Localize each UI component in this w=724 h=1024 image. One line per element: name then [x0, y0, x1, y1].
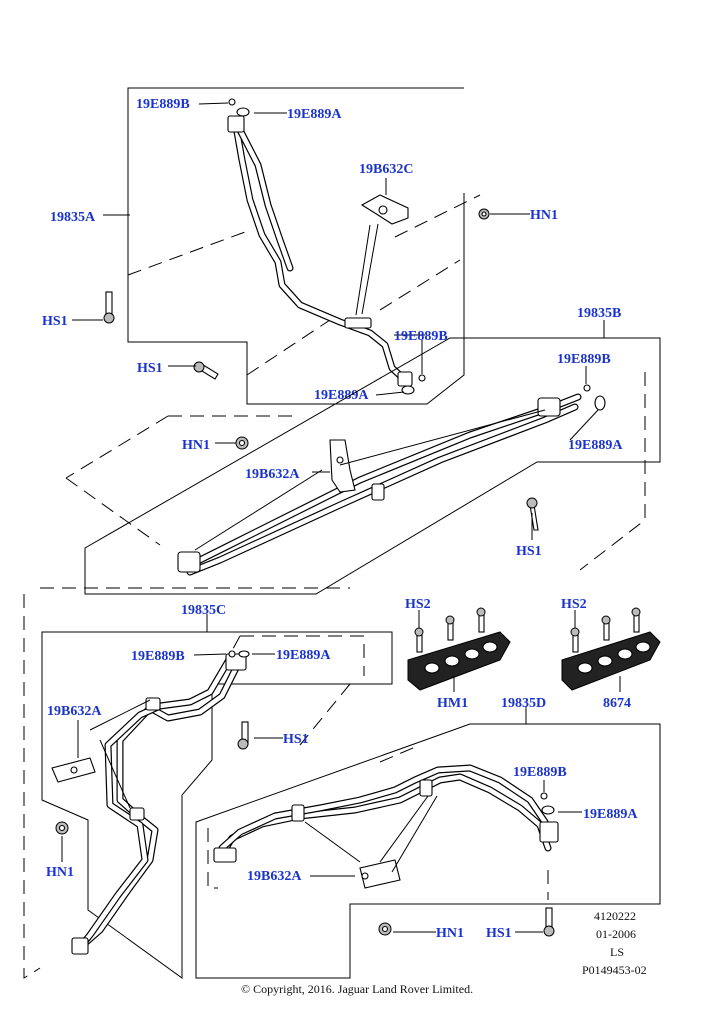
frame-19835D: [195, 723, 661, 979]
label-HS1-a1[interactable]: HS1: [42, 314, 68, 329]
label-HM1[interactable]: HM1: [437, 696, 468, 711]
clip-19B632C: [360, 194, 409, 225]
meta-date: 01-2006: [596, 927, 636, 941]
label-HS1-a2[interactable]: HS1: [137, 361, 163, 376]
section-19835C: 19835C 19E889B 19E889A 19B632A HS1 HN1: [23, 594, 393, 979]
label-HN1-a[interactable]: HN1: [530, 208, 558, 223]
bracket-HM1: [407, 631, 511, 691]
label-HS1-b[interactable]: HS1: [516, 544, 542, 559]
meta-block: 4120222 01-2006 LS P0149453-02: [582, 909, 647, 977]
label-HS2-1[interactable]: HS2: [405, 597, 431, 612]
nut-hn1-a: [478, 208, 490, 220]
section-19835D: 19835D 19E889B 19E889A 19B632A HN1 HS1: [195, 696, 661, 979]
bolts-hs2-1: [414, 607, 486, 653]
frame-19835B: [84, 337, 661, 595]
bolt-hs1-a2: [193, 361, 219, 380]
nut-hn1-b: [235, 436, 249, 450]
meta-code: 4120222: [594, 909, 636, 923]
copyright: © Copyright, 2016. Jaguar Land Rover Lim…: [241, 982, 473, 996]
label-19835C[interactable]: 19835C: [181, 603, 226, 618]
dashed-frame-19835C: [23, 594, 365, 979]
label-19B632A-b[interactable]: 19B632A: [245, 467, 300, 482]
label-HS1-c[interactable]: HS1: [283, 732, 309, 747]
label-19E889B-a2[interactable]: 19E889B: [394, 329, 448, 344]
seal-19E889B-a1: [228, 98, 236, 106]
pipe-19835C: [71, 653, 247, 955]
oring-19E889A-c: [238, 650, 250, 658]
frame-19835C: [41, 631, 393, 979]
bolt-hs1-c: [237, 721, 249, 750]
label-19E889B-b[interactable]: 19E889B: [557, 352, 611, 367]
pipe-19835D: [213, 764, 559, 863]
label-8674[interactable]: 8674: [603, 696, 631, 711]
bolt-hs1-d: [543, 907, 555, 937]
section-19835A: 19E889B 19E889A 19B632C 19835A HN1 HS1 1…: [42, 87, 558, 405]
label-19E889A-c[interactable]: 19E889A: [276, 648, 331, 663]
frame-19835A: [127, 87, 465, 405]
section-19835B: 19835B 19E889B 19E889A HN1 19B632A HS1: [40, 306, 661, 595]
nut-hn1-d: [378, 922, 392, 936]
label-19E889B-a1[interactable]: 19E889B: [136, 97, 190, 112]
label-19B632A-d[interactable]: 19B632A: [247, 869, 302, 884]
bolts-hs2-2: [570, 607, 641, 653]
oring-19E889A-a1: [236, 107, 250, 117]
seal-19E889B-c: [228, 650, 236, 658]
label-19E889B-d[interactable]: 19E889B: [513, 765, 567, 780]
label-19E889A-a2[interactable]: 19E889A: [314, 388, 369, 403]
label-HN1-b[interactable]: HN1: [182, 438, 210, 453]
dashed-frame-19835A: [127, 194, 481, 376]
label-19835B[interactable]: 19835B: [577, 306, 621, 321]
meta-part-number: P0149453-02: [582, 963, 647, 977]
label-19835A[interactable]: 19835A: [50, 210, 96, 225]
section-brackets: HS2 HS2 HM1 8674: [405, 597, 661, 711]
bolt-hs1-b: [526, 497, 539, 531]
label-HS1-d[interactable]: HS1: [486, 926, 512, 941]
clip-19B632A-d: [359, 859, 401, 889]
label-19E889A-a1[interactable]: 19E889A: [287, 107, 342, 122]
dashed-frame-19835D: [207, 744, 549, 900]
label-19E889A-d[interactable]: 19E889A: [583, 807, 638, 822]
seal-19E889B-a2: [418, 374, 426, 382]
bolt-hs1-a1: [103, 291, 115, 324]
label-19835D[interactable]: 19835D: [501, 696, 546, 711]
pipe-19835B: [177, 393, 582, 576]
bracket-8674: [561, 631, 661, 691]
oring-19E889A-d: [541, 805, 555, 815]
oring-19E889A-a2: [401, 385, 415, 395]
seal-19E889B-b: [583, 384, 591, 392]
label-19E889B-c[interactable]: 19E889B: [131, 649, 185, 664]
nut-hn1-c: [55, 821, 69, 835]
seal-19E889B-d: [540, 792, 548, 800]
label-HN1-d[interactable]: HN1: [436, 926, 464, 941]
label-19B632C[interactable]: 19B632C: [359, 162, 413, 177]
clip-19B632A-b: [329, 439, 356, 493]
label-19E889A-b[interactable]: 19E889A: [568, 438, 623, 453]
clip-19B632A-c: [51, 757, 96, 783]
label-HN1-c[interactable]: HN1: [46, 865, 74, 880]
pipe-19835A: [227, 115, 413, 387]
meta-ls: LS: [610, 945, 624, 959]
oring-19E889A-b: [594, 395, 606, 411]
label-HS2-2[interactable]: HS2: [561, 597, 587, 612]
label-19B632A-c[interactable]: 19B632A: [47, 704, 102, 719]
dashed-frame-19835B: [40, 372, 646, 589]
